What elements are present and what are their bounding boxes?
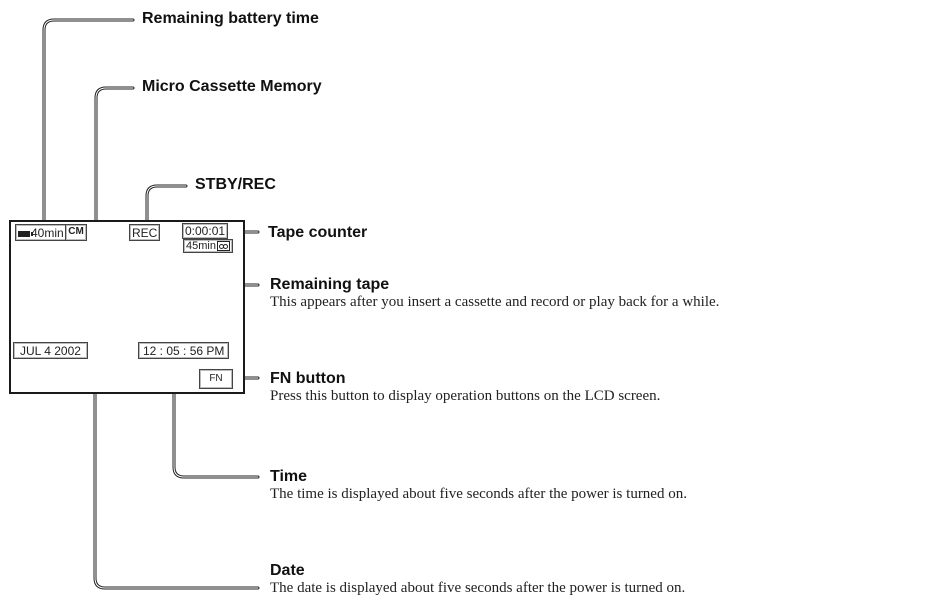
leader-stby-rec (145, 184, 188, 226)
remaining-tape-indicator: 45min (183, 239, 233, 253)
cassette-icon (216, 241, 230, 252)
battery-icon (18, 230, 33, 237)
callout-date-label: Date (270, 562, 305, 579)
fn-button[interactable]: FN (199, 369, 233, 389)
stby-rec-indicator: REC (129, 224, 161, 241)
callout-time-description: The time is displayed about five seconds… (270, 486, 687, 502)
cassette-memory-value: CM (68, 226, 84, 237)
callout-fn-button-description: Press this button to display operation b… (270, 388, 661, 404)
date-indicator: JUL 4 2002 (13, 342, 88, 359)
callout-battery-label: Remaining battery time (142, 10, 319, 27)
callout-time-label: Time (270, 468, 308, 485)
callout-fn-button-label: FN button (270, 370, 346, 387)
leader-cassette-memory (94, 86, 135, 226)
callout-date-description: The date is displayed about five seconds… (270, 580, 686, 596)
cassette-memory-icon: CM (65, 224, 87, 241)
callout-tape-counter-label: Tape counter (268, 224, 368, 241)
battery-value: 40min (31, 226, 64, 240)
battery-indicator: 40min (15, 224, 67, 241)
callout-stby-rec-label: STBY/REC (195, 176, 276, 193)
lcd-screen: 40min CM REC 0:00:01 45min JUL 4 2002 12… (9, 220, 245, 394)
callout-remaining-tape-description: This appears after you insert a cassette… (270, 294, 720, 310)
callout-remaining-tape-label: Remaining tape (270, 276, 390, 293)
callout-cassette-memory-label: Micro Cassette Memory (142, 78, 322, 95)
time-indicator: 12 : 05 : 56 PM (138, 342, 230, 359)
tape-counter-indicator: 0:00:01 (182, 223, 229, 239)
leader-battery (42, 18, 135, 226)
remaining-tape-value: 45min (186, 240, 216, 252)
